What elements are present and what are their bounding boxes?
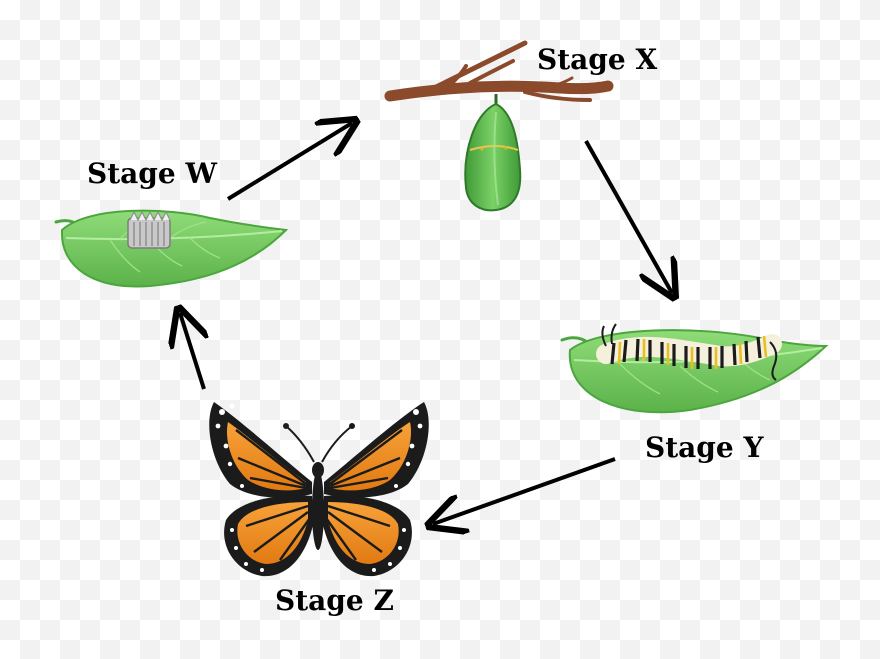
caterpillar bbox=[596, 323, 782, 381]
leaf-with-caterpillar bbox=[560, 323, 829, 414]
stage-z-label: Stage Z bbox=[275, 584, 394, 617]
leaf-with-egg bbox=[54, 209, 289, 288]
chrysalis bbox=[464, 94, 522, 212]
butterfly bbox=[209, 402, 429, 577]
arrow-x-to-y bbox=[584, 140, 672, 293]
arrow-w-to-x bbox=[226, 123, 352, 201]
branch bbox=[384, 40, 614, 102]
stage-w-label: Stage W bbox=[87, 157, 217, 190]
stage-x-label: Stage X bbox=[537, 43, 658, 76]
arrow-z-to-w bbox=[180, 313, 204, 390]
stage-y-label: Stage Y bbox=[645, 431, 764, 464]
egg-cluster bbox=[127, 210, 171, 249]
arrow-y-to-z bbox=[433, 457, 616, 524]
